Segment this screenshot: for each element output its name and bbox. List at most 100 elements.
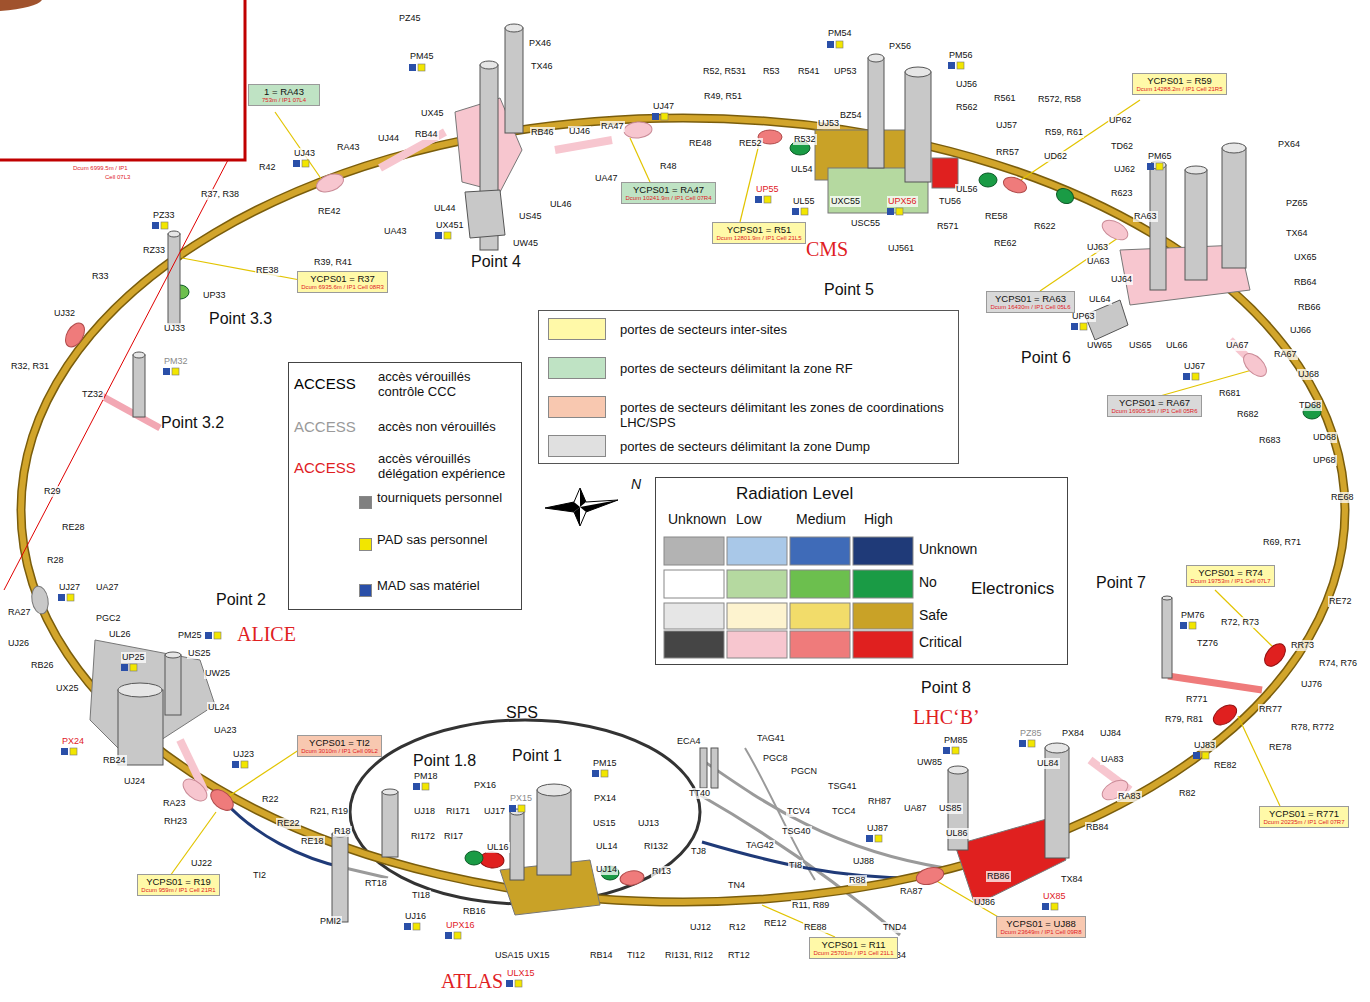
map-label: UJ83	[1193, 740, 1216, 751]
map-label: R562	[955, 102, 979, 113]
legend-text: portes de secteurs inter-sites	[620, 322, 950, 337]
compass-rose	[545, 488, 618, 526]
map-label: R571	[936, 221, 960, 232]
map-label: R12	[728, 922, 747, 933]
map-label: UJ14	[595, 864, 618, 875]
map-label-grey: PX15	[509, 793, 533, 804]
map-label: PX46	[528, 38, 552, 49]
map-label: UW65	[1086, 340, 1113, 351]
map-label: PM18	[413, 771, 439, 782]
ycps-callout: YCPS01 = R19Dcum 959m / IP1 Cell 21R1	[137, 874, 220, 896]
map-label: RI172	[410, 831, 436, 842]
map-label: UL14	[595, 841, 619, 852]
map-label: TD68	[1298, 400, 1322, 411]
map-label: UL44	[433, 203, 457, 214]
map-label: RE68	[1330, 492, 1355, 503]
map-label: RA87	[899, 886, 924, 897]
legend-text: accès non vérouillés	[378, 419, 518, 434]
map-label: RI171	[445, 806, 471, 817]
experiment-label: ATLAS	[440, 970, 504, 992]
sps-label: SPS	[505, 703, 539, 722]
map-label: RA83	[1117, 791, 1142, 802]
map-label: UJ84	[1099, 728, 1122, 739]
map-label: UA23	[213, 725, 238, 736]
map-label: UL46	[549, 199, 573, 210]
map-label: RE48	[688, 138, 713, 149]
map-label: TX84	[1060, 874, 1084, 885]
leader-lines	[170, 100, 1280, 937]
map-label: UA43	[383, 226, 408, 237]
map-label: TX64	[1285, 228, 1309, 239]
map-label: R53	[762, 66, 781, 77]
shafts	[118, 24, 1246, 922]
map-label: TZ32	[81, 389, 104, 400]
map-label: R74, R76	[1318, 658, 1358, 669]
map-label: UJ87	[866, 823, 889, 834]
callout-heading: YCPS01 = R59	[1136, 75, 1223, 86]
map-label: TSG40	[781, 826, 812, 837]
map-label: RB46	[530, 127, 555, 138]
ycps-callout: YCPS01 = RA67Dcum 16905.5m / IP1 Cell 05…	[1107, 395, 1202, 417]
map-label: UJ24	[123, 776, 146, 787]
map-label: RE38	[255, 265, 280, 276]
map-label: UA47	[594, 173, 619, 184]
callout-position: Dcum 3010m / IP1 Cell 09L2	[301, 748, 378, 755]
legend-swatch	[359, 584, 372, 597]
map-label: RE78	[1268, 742, 1293, 753]
map-label: R541	[797, 66, 821, 77]
map-label: RE28	[61, 522, 86, 533]
legend-text: High	[864, 511, 893, 527]
point-label: Point 1.8	[412, 751, 477, 770]
map-label: UW45	[512, 238, 539, 249]
map-label: UJ18	[413, 806, 436, 817]
map-label: UJ86	[973, 897, 996, 908]
callout-heading: YCPS01 = RA63	[990, 293, 1071, 304]
legend-text: Medium	[796, 511, 846, 527]
map-label: BZ54	[839, 110, 863, 121]
map-label: RA27	[7, 607, 32, 618]
map-label: PM15	[592, 758, 618, 769]
map-label: R771	[1185, 694, 1209, 705]
map-label: RB26	[30, 660, 55, 671]
map-label: R22	[261, 794, 280, 805]
map-label: PX16	[473, 780, 497, 791]
map-label: PM85	[943, 735, 969, 746]
map-label: RB44	[414, 129, 439, 140]
map-label: UL86	[945, 828, 969, 839]
compass-letter: N	[630, 476, 642, 492]
callout-note: Cell 07L3	[104, 173, 131, 181]
map-label: UX451	[435, 220, 465, 231]
map-label: R532	[793, 134, 817, 145]
map-label: TI12	[626, 950, 646, 961]
map-label: USC55	[850, 218, 881, 229]
legend-frames	[539, 311, 959, 464]
map-label: R21, R19	[309, 806, 349, 817]
map-label: RE62	[993, 238, 1018, 249]
map-label-grey: PZ85	[1019, 728, 1043, 739]
callout-position: 753m / IP1 07L4	[252, 97, 316, 104]
map-label: UL55	[792, 196, 816, 207]
callout-position: Dcum 20235m / IP1 Cell 07R7	[1263, 819, 1345, 826]
map-label: TND4	[882, 922, 908, 933]
experiment-label: LHC‘B’	[912, 706, 981, 728]
legend-text: Electronics	[971, 579, 1054, 599]
point-label: Point 7	[1095, 573, 1147, 592]
map-label: PM56	[948, 50, 974, 61]
map-label: UA83	[1100, 754, 1125, 765]
map-label: UX25	[55, 683, 80, 694]
map-label: UL24	[207, 702, 231, 713]
map-label: UW85	[916, 757, 943, 768]
inset-frame	[0, 0, 245, 590]
map-label: US25	[187, 648, 212, 659]
map-label: UJ56	[955, 79, 978, 90]
access-legend-box: ACCESSaccès vérouillés contrôle CCCACCES…	[288, 362, 522, 610]
callout-note: Dcum 6999.5m / IP1	[72, 164, 129, 172]
map-label: R72, R73	[1220, 617, 1260, 628]
ycps-callout: YCPS01 = R59Dcum 14288.2m / IP1 Cell 21R…	[1132, 73, 1227, 95]
callout-position: Dcum 25701m / IP1 Cell 21L1	[813, 950, 894, 957]
map-label: UJ76	[1300, 679, 1323, 690]
map-label: R82	[1178, 788, 1197, 799]
map-label: R59, R61	[1044, 127, 1084, 138]
map-label: R28	[46, 555, 65, 566]
map-label: PX64	[1277, 139, 1301, 150]
